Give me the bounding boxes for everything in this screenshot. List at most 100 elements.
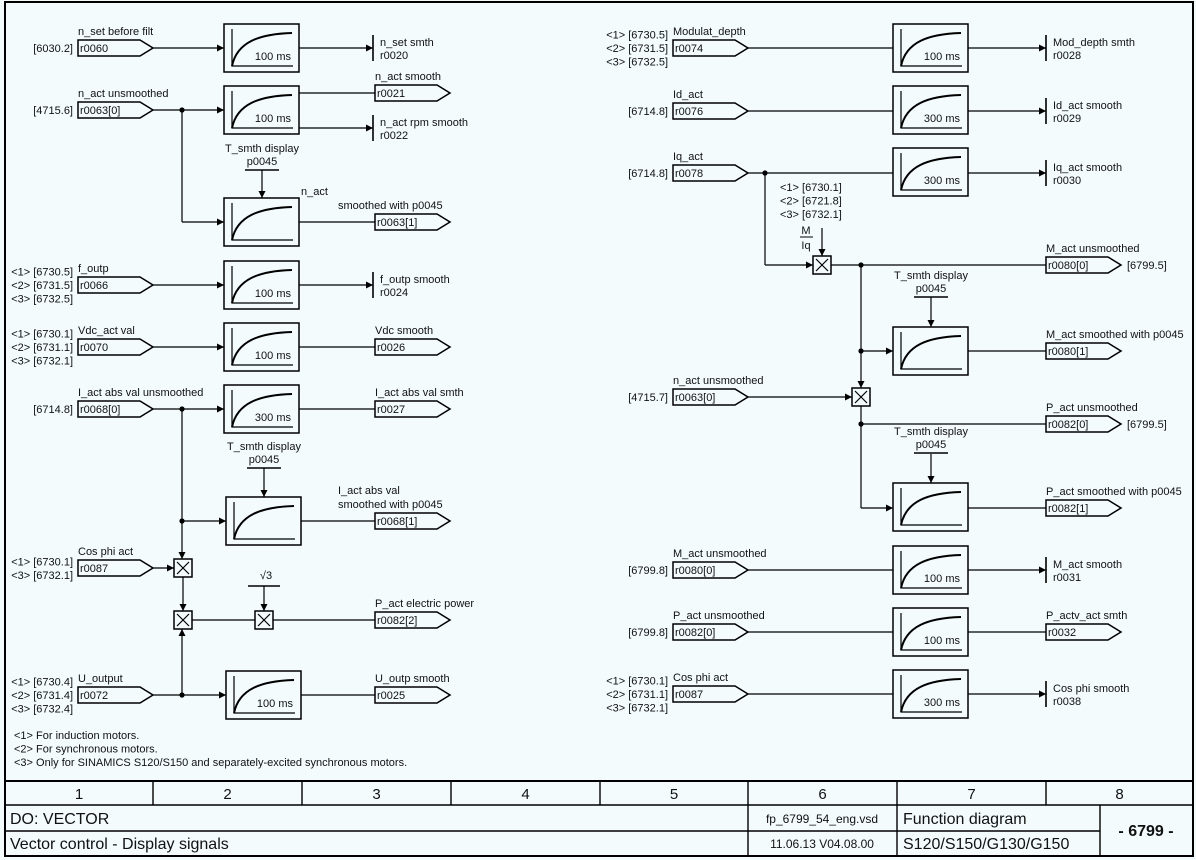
- filter-box: [892, 147, 969, 197]
- arrow-head-icon: [927, 476, 935, 483]
- input-cross-reference: <2> [6731.1]: [606, 689, 668, 701]
- arrow-head-icon: [217, 218, 224, 226]
- input-cross-reference: <3> [6732.1]: [606, 703, 668, 715]
- parameter-number: r0021: [377, 88, 405, 100]
- pt1-curve-icon: [900, 335, 962, 370]
- connector-shape: [672, 102, 750, 120]
- input-label: Cos phi act: [673, 672, 728, 684]
- date-version: 11.06.13 V04.08.00: [770, 837, 874, 851]
- factor-numerator: M: [801, 225, 810, 237]
- output-parameter: r0022: [380, 130, 408, 142]
- output-label: P_act smoothed with p0045: [1046, 486, 1182, 498]
- tsmth-parameter: p0045: [249, 454, 280, 466]
- output-connector: r0063[1]: [374, 213, 452, 231]
- parameter-number: r0025: [377, 690, 405, 702]
- smoothing-filter-block: [892, 326, 969, 376]
- drive-object: DO: VECTOR: [10, 811, 109, 828]
- input-cross-reference: <3> [6732.1]: [11, 570, 73, 582]
- pt1-curve-icon: [900, 491, 962, 526]
- output-parameter: r0028: [1053, 50, 1081, 62]
- filter-box: [223, 23, 300, 73]
- parameter-number: r0076: [675, 106, 703, 118]
- input-connector: r0076: [672, 102, 750, 120]
- connector-shape: [374, 400, 452, 418]
- file-name: fp_6799_54_eng.vsd: [766, 812, 878, 826]
- output-cross-reference: [6799.5]: [1127, 419, 1167, 431]
- filter-axes: [900, 91, 962, 129]
- output-connector: r0032: [1045, 623, 1123, 641]
- parameter-number: r0074: [675, 43, 703, 55]
- column-number: 4: [521, 786, 529, 803]
- filter-time-constant: 300 ms: [924, 175, 961, 187]
- column-number: 5: [670, 786, 678, 803]
- input-cross-reference: [4715.7]: [628, 392, 668, 404]
- arrow-head-icon: [818, 249, 826, 256]
- arrow-head-icon: [366, 44, 373, 52]
- output-label: P_actv_act smth: [1046, 610, 1127, 622]
- filter-box: [892, 326, 969, 376]
- input-cross-reference: [6714.8]: [628, 168, 668, 180]
- tsmth-label: T_smth display: [225, 143, 299, 155]
- input-connector: r0074: [672, 39, 750, 57]
- input-cross-reference: <1> [6730.1]: [11, 556, 73, 568]
- pt1-curve-icon: [231, 331, 293, 366]
- tsmth-parameter: p0045: [916, 283, 947, 295]
- connector-shape: [672, 164, 750, 182]
- arrow-head-icon: [857, 381, 865, 388]
- torque-cross-reference: <2> [6721.8]: [780, 196, 842, 208]
- input-cross-reference: <2> [6731.1]: [11, 342, 73, 354]
- connector-shape: [672, 685, 750, 703]
- input-cross-reference: <2> [6731.4]: [11, 690, 73, 702]
- input-connector: r0082[0]: [672, 623, 750, 641]
- output-label: n_set smth: [380, 37, 434, 49]
- output-label: n_act smooth: [375, 71, 441, 83]
- filter-time-constant: 100 ms: [924, 573, 961, 585]
- diagram-type: Function diagram: [903, 811, 1027, 828]
- smoothing-filter-block: 100 ms: [223, 85, 300, 135]
- output-connector: r0082[2]: [374, 611, 452, 629]
- connector-shape: [374, 512, 452, 530]
- arrow-head-icon: [217, 44, 224, 52]
- filter-axes: [231, 91, 293, 129]
- smoothing-filter-block: 300 ms: [892, 147, 969, 197]
- parameter-number: r0082[0]: [1048, 419, 1088, 431]
- arrow-head-icon: [260, 490, 268, 497]
- arrow-head-icon: [179, 604, 187, 611]
- input-label: n_act unsmoothed: [673, 375, 764, 387]
- pt1-curve-icon: [900, 616, 962, 651]
- output-label: M_act unsmoothed: [1046, 243, 1140, 255]
- arrow-head-icon: [1039, 566, 1046, 574]
- output-label: Cos phi smooth: [1053, 683, 1129, 695]
- parameter-number: r0068[0]: [80, 404, 120, 416]
- output-parameter: r0038: [1053, 696, 1081, 708]
- connector-shape: [374, 686, 452, 704]
- pt1-curve-icon: [231, 32, 293, 67]
- parameter-number: r0032: [1048, 627, 1076, 639]
- parameter-number: r0080[0]: [1048, 260, 1088, 272]
- input-connector: r0080[0]: [672, 561, 750, 579]
- input-cross-reference: <1> [6730.4]: [11, 677, 73, 689]
- sqrt3-factor: √3: [260, 570, 272, 582]
- output-label: Vdc smooth: [375, 325, 433, 337]
- output-label: M_act smoothed with p0045: [1046, 329, 1184, 341]
- smoothing-filter-block: 100 ms: [892, 23, 969, 73]
- multiplier-block: [851, 387, 871, 407]
- output-label: M_act smooth: [1053, 559, 1122, 571]
- output-label: Mod_depth smth: [1053, 37, 1135, 49]
- multiplier-block: [173, 610, 193, 630]
- input-label: I_act abs val unsmoothed: [78, 387, 203, 399]
- connector-shape: [77, 559, 155, 577]
- tsmth-label: T_smth display: [227, 441, 301, 453]
- input-cross-reference: <3> [6732.5]: [606, 57, 668, 69]
- filter-box: [223, 384, 300, 434]
- connector-shape: [77, 101, 155, 119]
- output-connector: r0082[1]: [1045, 499, 1123, 517]
- arrow-head-icon: [258, 191, 266, 198]
- input-connector: r0068[0]: [77, 400, 155, 418]
- arrow-head-icon: [1039, 107, 1046, 115]
- input-cross-reference: <2> [6731.5]: [11, 280, 73, 292]
- parameter-number: r0087: [80, 563, 108, 575]
- arrow-head-icon: [1039, 169, 1046, 177]
- filter-box: [892, 23, 969, 73]
- arrow-head-icon: [217, 343, 224, 351]
